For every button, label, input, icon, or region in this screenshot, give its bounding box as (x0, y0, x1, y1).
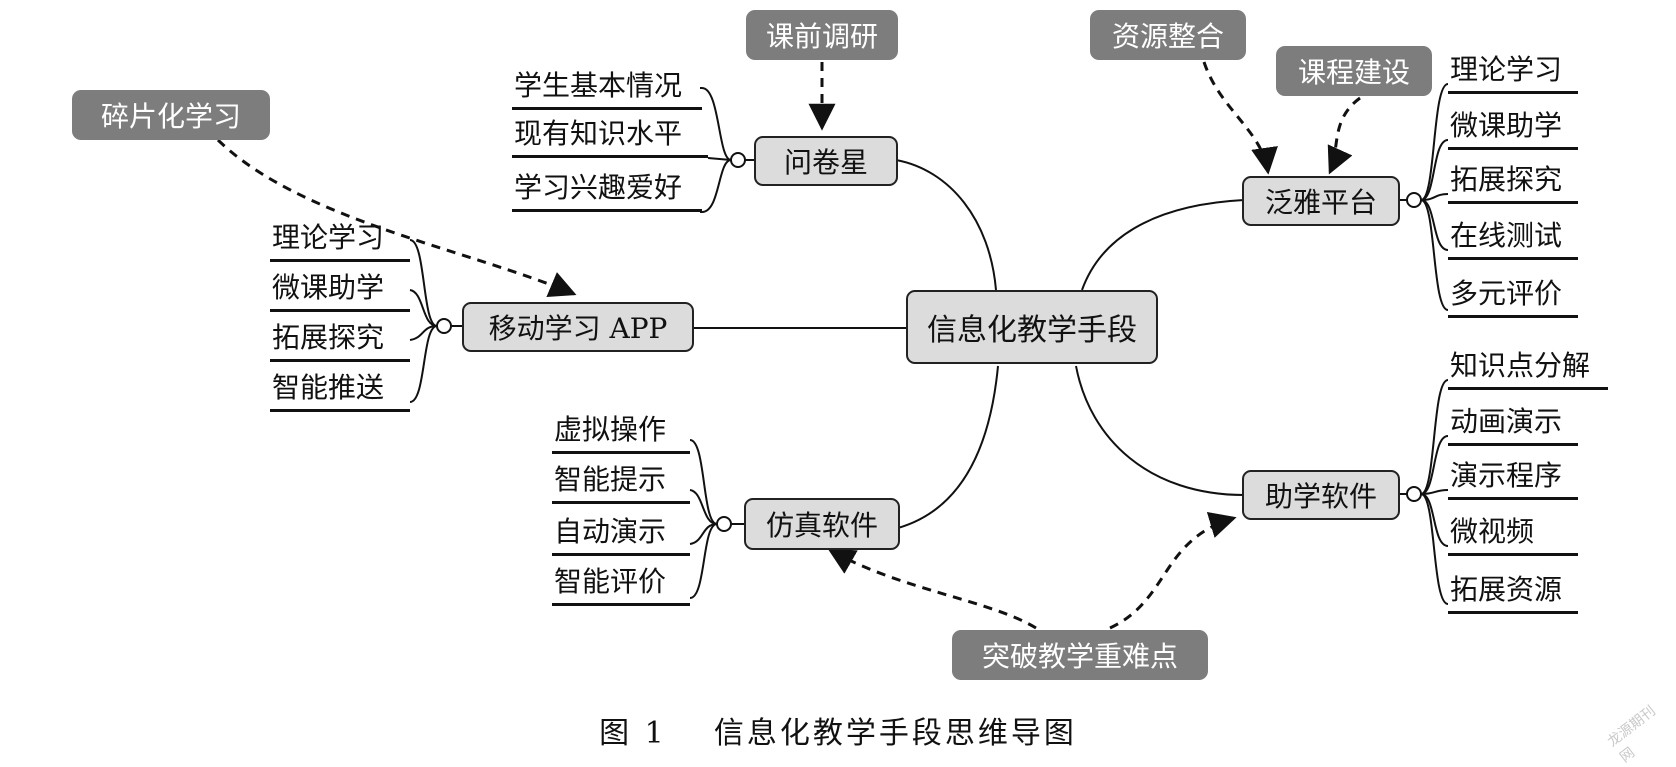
node-mobile-app[interactable]: 移动学习 APP (462, 302, 694, 352)
node-assist[interactable]: 助学软件 (1242, 470, 1400, 520)
link-center-assist (1075, 365, 1245, 496)
leaf-assist-2: 动画演示 (1448, 402, 1578, 446)
leaf-assist-3: 演示程序 (1448, 456, 1578, 500)
link-center-simulation (897, 365, 999, 529)
collapse-dot-app (436, 318, 452, 334)
leaf-app-4: 智能推送 (270, 368, 410, 412)
leaf-app-3: 拓展探究 (270, 318, 410, 362)
leaf-simulation-2: 智能提示 (552, 460, 690, 504)
tag-resource-integration: 资源整合 (1090, 10, 1246, 60)
tag-course-building: 课程建设 (1276, 46, 1432, 96)
collapse-dot-wenjuanxing (730, 152, 746, 168)
leaf-app-1: 理论学习 (270, 218, 410, 262)
leaf-fanya-3: 拓展探究 (1448, 160, 1578, 204)
collapse-dot-fanya (1406, 192, 1422, 208)
arrow-fragment (216, 138, 577, 297)
caption-number: 图 1 (599, 716, 667, 751)
leaf-wenjuanxing-2: 现有知识水平 (512, 114, 708, 158)
leaf-assist-4: 微视频 (1448, 512, 1578, 556)
leaf-wenjuanxing-3: 学习兴趣爱好 (512, 168, 702, 212)
arrow-resource (1202, 61, 1278, 175)
leaf-assist-5: 拓展资源 (1448, 570, 1578, 614)
caption-title: 信息化教学手段思维导图 (713, 716, 1077, 751)
leaf-fanya-1: 理论学习 (1448, 50, 1578, 94)
center-node[interactable]: 信息化教学手段 (906, 290, 1158, 364)
link-center-fanya (1081, 199, 1245, 291)
arrow-course (1327, 96, 1361, 175)
leaf-fanya-5: 多元评价 (1448, 274, 1578, 318)
leaf-simulation-1: 虚拟操作 (552, 410, 690, 454)
leaf-simulation-3: 自动演示 (552, 512, 690, 556)
figure-caption: 图 1 信息化教学手段思维导图 (0, 708, 1676, 752)
tag-pre-class: 课前调研 (746, 10, 898, 60)
arrow-break-right (1109, 512, 1237, 630)
leaf-wenjuanxing-1: 学生基本情况 (512, 66, 702, 110)
tag-fragment-learning: 碎片化学习 (72, 90, 270, 140)
collapse-dot-simulation (716, 516, 732, 532)
tag-breakthrough: 突破教学重难点 (952, 630, 1208, 680)
leaf-assist-1: 知识点分解 (1448, 346, 1608, 390)
collapse-dot-assist (1406, 486, 1422, 502)
link-center-wenjuanxing (895, 159, 997, 291)
node-wenjuanxing[interactable]: 问卷星 (754, 136, 898, 186)
leaf-simulation-4: 智能评价 (552, 562, 690, 606)
leaf-app-2: 微课助学 (270, 268, 410, 312)
arrow-break-left (827, 548, 1037, 630)
leaf-fanya-2: 微课助学 (1448, 106, 1578, 150)
node-simulation[interactable]: 仿真软件 (744, 498, 900, 550)
leaf-fanya-4: 在线测试 (1448, 216, 1578, 260)
node-fanya[interactable]: 泛雅平台 (1242, 176, 1400, 226)
